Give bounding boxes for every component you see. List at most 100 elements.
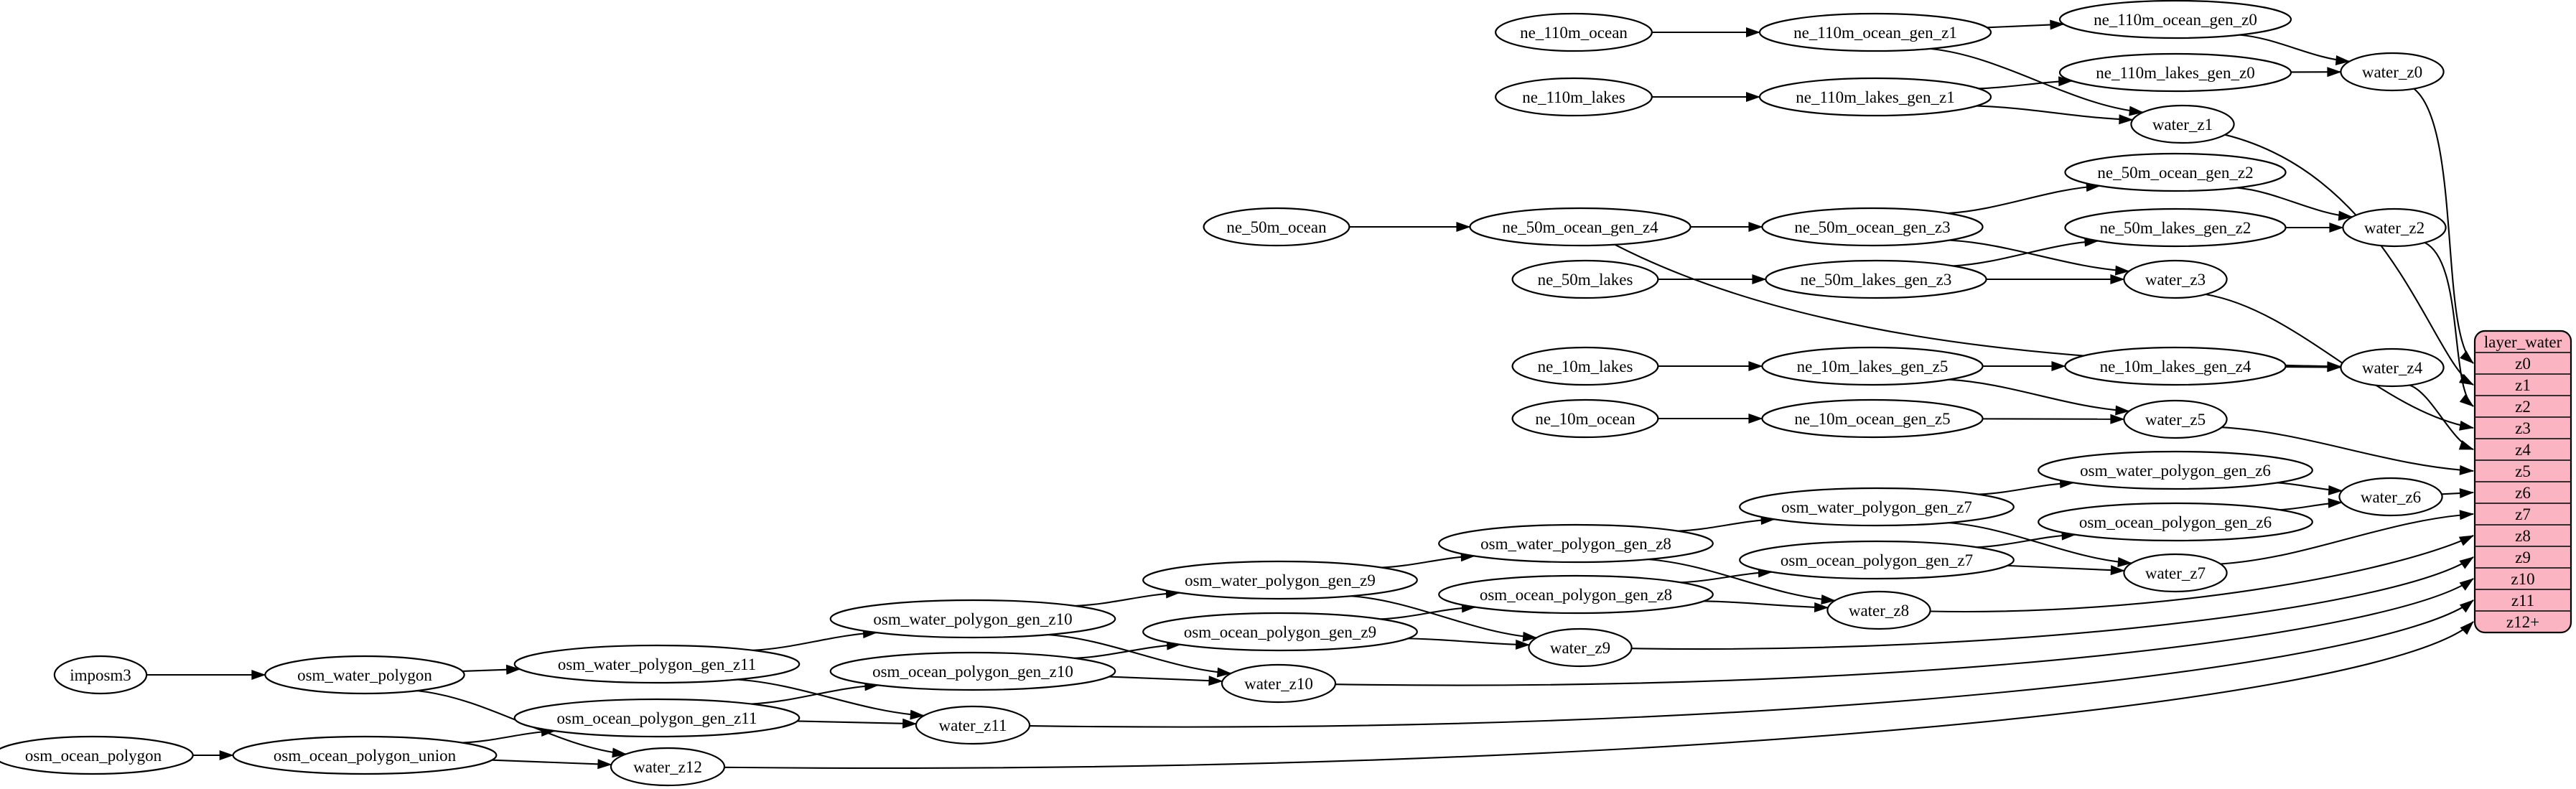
edge-osm_ocean_polygon_union-to-osm_ocean_polygon_gen_z11 — [462, 726, 556, 744]
edge-osm_water_polygon_gen_z10-to-water_z10 — [1047, 634, 1232, 678]
edge-water_z2-to-layer_water-z2 — [2424, 242, 2474, 407]
edge-water_z0-to-layer_water-z0 — [2413, 88, 2474, 364]
node-label-osm_water_polygon_gen_z7: osm_water_polygon_gen_z7 — [1781, 498, 1972, 516]
edge-water_z4-to-layer_water-z4 — [2409, 384, 2474, 450]
node-water_z5: water_z5 — [2123, 399, 2228, 439]
node-label-water_z7: water_z7 — [2145, 564, 2206, 582]
edge-osm_ocean_polygon_gen_z9-to-water_z9 — [1407, 638, 1531, 650]
node-label-ne_110m_ocean_gen_z1: ne_110m_ocean_gen_z1 — [1793, 24, 1957, 42]
node-ne_50m_lakes_gen_z3: ne_50m_lakes_gen_z3 — [1765, 259, 1987, 299]
node-label-water_z3: water_z3 — [2145, 271, 2206, 289]
node-ne_50m_lakes_gen_z2: ne_50m_lakes_gen_z2 — [2064, 207, 2287, 248]
node-ne_110m_lakes: ne_110m_lakes — [1495, 77, 1653, 117]
node-label-ne_50m_lakes_gen_z3: ne_50m_lakes_gen_z3 — [1801, 271, 1952, 289]
edge-osm_ocean_polygon_gen_z8-to-water_z8 — [1704, 600, 1829, 612]
node-water_z11: water_z11 — [915, 705, 1031, 745]
node-label-osm_ocean_polygon_gen_z8: osm_ocean_polygon_gen_z8 — [1480, 586, 1672, 604]
node-water_z2: water_z2 — [2342, 207, 2447, 248]
edge-osm_water_polygon_gen_z10-to-osm_water_polygon_gen_z9 — [1075, 588, 1180, 607]
node-ne_10m_ocean: ne_10m_ocean — [1511, 398, 1659, 439]
node-label-ne_50m_ocean: ne_50m_ocean — [1226, 218, 1327, 236]
node-water_z10: water_z10 — [1221, 663, 1337, 704]
node-label-osm_water_polygon_gen_z10: osm_water_polygon_gen_z10 — [873, 610, 1072, 628]
node-label-ne_50m_lakes_gen_z2: ne_50m_lakes_gen_z2 — [2100, 219, 2251, 237]
edge-osm_water_polygon_gen_z9-to-water_z9 — [1350, 595, 1538, 642]
node-osm_ocean_polygon_gen_z10: osm_ocean_polygon_gen_z10 — [829, 651, 1116, 691]
node-osm_ocean_polygon_union: osm_ocean_polygon_union — [232, 735, 498, 775]
node-ne_50m_ocean_gen_z2: ne_50m_ocean_gen_z2 — [2064, 152, 2287, 192]
node-water_z6: water_z6 — [2338, 477, 2443, 517]
node-ne_50m_ocean_gen_z4: ne_50m_ocean_gen_z4 — [1469, 207, 1691, 247]
node-label-ne_110m_ocean: ne_110m_ocean — [1520, 24, 1628, 42]
node-osm_ocean_polygon_gen_z8: osm_ocean_polygon_gen_z8 — [1438, 574, 1714, 615]
node-water_z3: water_z3 — [2123, 259, 2228, 299]
node-label-water_z5: water_z5 — [2145, 411, 2206, 429]
node-label-ne_50m_ocean_gen_z4: ne_50m_ocean_gen_z4 — [1502, 218, 1658, 236]
edge-osm_ocean_polygon_gen_z11-to-water_z11 — [797, 718, 918, 729]
edge-osm_water_polygon-to-osm_water_polygon_gen_z11 — [462, 664, 521, 675]
node-label-water_z11: water_z11 — [939, 716, 1007, 734]
edge-osm_water_polygon_gen_z6-to-water_z6 — [2277, 482, 2343, 495]
record-row-z3: z3 — [2515, 419, 2531, 437]
edge-water_z7-to-layer_water-z7 — [2220, 510, 2474, 565]
node-ne_10m_ocean_gen_z5: ne_10m_ocean_gen_z5 — [1761, 398, 1984, 439]
edge-osm_ocean_polygon_gen_z6-to-water_z6 — [2279, 498, 2343, 511]
record-row-z10: z10 — [2511, 570, 2534, 588]
node-osm_water_polygon_gen_z7: osm_water_polygon_gen_z7 — [1739, 487, 2015, 527]
edge-osm_water_polygon_gen_z8-to-water_z8 — [1648, 559, 1836, 605]
node-label-water_z9: water_z9 — [1550, 639, 1610, 657]
node-label-water_z2: water_z2 — [2364, 219, 2425, 237]
node-water_z4: water_z4 — [2340, 347, 2445, 388]
edge-water_z12-to-layer_water-z12+ — [724, 621, 2474, 769]
node-label-ne_10m_lakes: ne_10m_lakes — [1538, 358, 1633, 375]
node-label-water_z10: water_z10 — [1244, 675, 1313, 693]
node-label-water_z1: water_z1 — [2152, 116, 2213, 134]
edge-ne_110m_lakes_gen_z1-to-ne_110m_lakes_gen_z0 — [1978, 76, 2073, 90]
edge-osm_ocean_polygon_gen_z11-to-osm_ocean_polygon_gen_z10 — [751, 681, 879, 705]
edge-osm_ocean_polygon_gen_z7-to-water_z7 — [2007, 564, 2125, 576]
node-label-ne_110m_lakes_gen_z0: ne_110m_lakes_gen_z0 — [2096, 64, 2254, 82]
record-row-z1: z1 — [2515, 376, 2531, 394]
node-label-osm_water_polygon_gen_z9: osm_water_polygon_gen_z9 — [1185, 571, 1376, 589]
node-water_z12: water_z12 — [610, 747, 726, 787]
node-ne_110m_lakes_gen_z1: ne_110m_lakes_gen_z1 — [1758, 77, 1992, 117]
node-label-imposm3: imposm3 — [70, 666, 131, 684]
node-osm_water_polygon_gen_z6: osm_water_polygon_gen_z6 — [2038, 450, 2313, 490]
record-row-z12+: z12+ — [2506, 613, 2539, 631]
edge-water_z11-to-layer_water-z11 — [1029, 599, 2474, 728]
node-label-ne_10m_lakes_gen_z4: ne_10m_lakes_gen_z4 — [2100, 358, 2251, 375]
nodes-layer: imposm3 osm_water_polygon osm_ocean_polygo… — [0, 0, 2447, 787]
node-water_z0: water_z0 — [2340, 52, 2445, 92]
node-ne_10m_lakes_gen_z5: ne_10m_lakes_gen_z5 — [1761, 346, 1984, 386]
edge-water_z8-to-layer_water-z8 — [1930, 535, 2474, 612]
edge-ne_110m_ocean_gen_z1-to-ne_110m_ocean_gen_z0 — [1987, 19, 2065, 30]
node-water_z1: water_z1 — [2130, 104, 2235, 144]
edge-ne_110m_ocean_gen_z1-to-water_z1 — [1930, 47, 2144, 116]
node-ne_50m_ocean_gen_z3: ne_50m_ocean_gen_z3 — [1761, 207, 1984, 247]
edge-osm_water_polygon_gen_z8-to-osm_water_polygon_gen_z7 — [1678, 515, 1775, 532]
node-water_z8: water_z8 — [1826, 590, 1931, 630]
node-osm_water_polygon: osm_water_polygon — [264, 655, 465, 695]
node-label-ne_50m_ocean_gen_z3: ne_50m_ocean_gen_z3 — [1794, 218, 1950, 236]
edge-osm_water_polygon_gen_z7-to-osm_water_polygon_gen_z6 — [1978, 478, 2075, 495]
node-label-ne_110m_ocean_gen_z0: ne_110m_ocean_gen_z0 — [2094, 11, 2257, 29]
node-osm_ocean_polygon_gen_z6: osm_ocean_polygon_gen_z6 — [2038, 502, 2313, 542]
node-label-ne_10m_lakes_gen_z5: ne_10m_lakes_gen_z5 — [1797, 358, 1949, 375]
node-label-ne_10m_ocean: ne_10m_ocean — [1535, 410, 1635, 428]
node-label-water_z4: water_z4 — [2362, 359, 2423, 377]
edge-osm_water_polygon_gen_z11-to-water_z11 — [737, 678, 925, 720]
edge-ne_10m_lakes_gen_z4-to-water_z4 — [2285, 362, 2342, 373]
node-osm_water_polygon_gen_z10: osm_water_polygon_gen_z10 — [829, 599, 1116, 639]
node-label-osm_ocean_polygon_gen_z11: osm_ocean_polygon_gen_z11 — [557, 709, 757, 727]
edge-ne_10m_lakes_gen_z5-to-water_z5 — [1949, 378, 2130, 416]
edge-water_z5-to-layer_water-z5 — [2221, 426, 2474, 475]
edge-ne_110m_ocean_gen_z0-to-water_z0 — [2239, 34, 2351, 65]
record-row-z11: z11 — [2511, 592, 2534, 610]
node-label-water_z12: water_z12 — [633, 758, 702, 776]
edge-water_z10-to-layer_water-z10 — [1335, 578, 2474, 686]
node-ne_10m_lakes_gen_z4: ne_10m_lakes_gen_z4 — [2064, 346, 2287, 386]
node-water_z9: water_z9 — [1528, 627, 1633, 668]
record-row-z6: z6 — [2515, 484, 2531, 502]
